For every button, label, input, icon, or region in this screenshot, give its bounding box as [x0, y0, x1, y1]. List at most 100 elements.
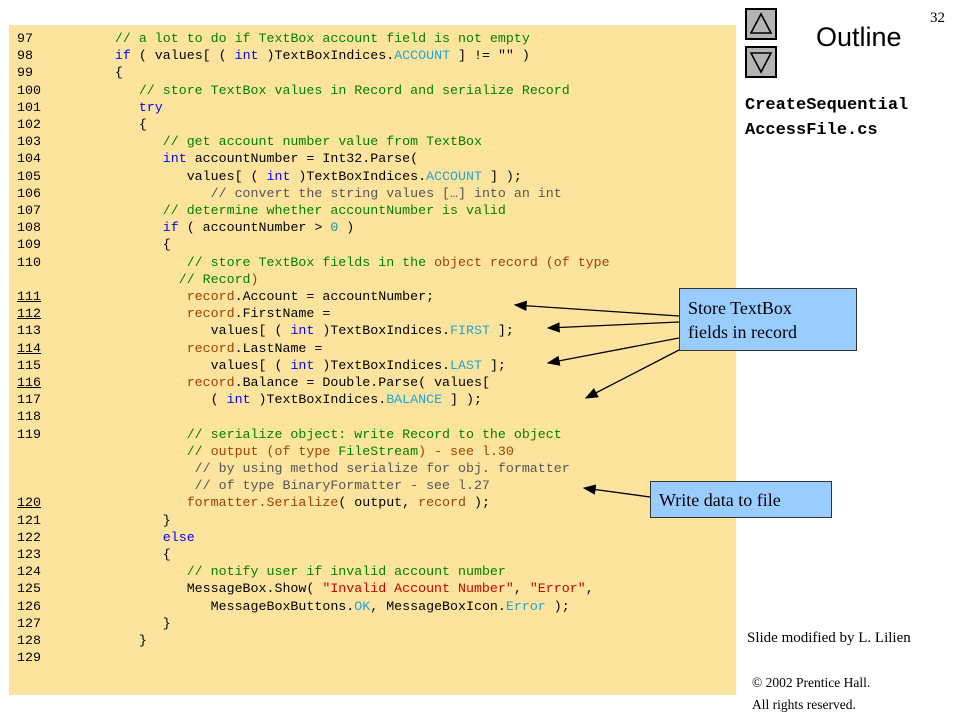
code-token: { [67, 237, 171, 253]
callout-text: fields in record [688, 322, 797, 342]
code-token: ) [338, 220, 355, 236]
code-token [67, 495, 187, 510]
callout-write-data: Write data to file [650, 481, 832, 518]
code-token [67, 530, 163, 545]
code-token [67, 478, 195, 493]
line-number: 113 [17, 323, 41, 339]
code-token: OK [354, 598, 371, 614]
code-line: 106 // convert the string values […] int… [17, 185, 562, 202]
code-token: try [138, 99, 163, 115]
line-number: 129 [17, 650, 41, 666]
line-number: 123 [17, 547, 41, 562]
code-token [67, 444, 187, 459]
line-number: 110 [17, 254, 41, 270]
code-token: int [266, 168, 291, 184]
code-token: // notify user if invalid account number [186, 564, 506, 580]
code-token: { [67, 547, 171, 562]
code-line: 126 MessageBoxButtons.OK, MessageBoxIcon… [17, 598, 570, 615]
code-token [67, 341, 187, 356]
line-number: 116 [17, 375, 41, 390]
code-token [67, 31, 115, 46]
code-line: 112 record.FirstName = [17, 305, 330, 322]
code-token: MessageBoxButtons. [67, 598, 355, 614]
code-token [67, 306, 187, 321]
code-line: 116 record.Balance = Double.Parse( value… [17, 374, 490, 391]
code-line: // by using method serialize for obj. fo… [17, 460, 570, 477]
code-token: if [162, 220, 179, 236]
code-token: formatter.Serialize [186, 495, 339, 511]
file-title-line: CreateSequential [745, 96, 909, 115]
code-token [67, 564, 187, 579]
code-line: 124 // notify user if invalid account nu… [17, 563, 506, 580]
code-line: 105 values[ ( int )TextBoxIndices.ACCOUN… [17, 168, 522, 185]
code-token: ( accountNumber > [178, 220, 331, 236]
next-slide-button[interactable] [745, 46, 777, 78]
code-line: 113 values[ ( int )TextBoxIndices.FIRST … [17, 322, 514, 339]
code-token: ACCOUNT [426, 168, 482, 184]
line-number: 103 [17, 134, 41, 150]
code-line: 115 values[ ( int )TextBoxIndices.LAST ]… [17, 357, 506, 374]
code-token: ( output, [338, 495, 419, 511]
line-number: 126 [17, 598, 41, 614]
line-number: 100 [17, 82, 41, 98]
line-number: 120 [17, 495, 41, 511]
code-token: "Error" [529, 581, 586, 597]
code-token: MessageBox.Show( [67, 581, 323, 597]
code-token: .Balance = Double.Parse( values[ [234, 375, 490, 390]
code-token: ACCOUNT [394, 48, 451, 64]
code-token: output (of type [210, 443, 339, 459]
line-number: 109 [17, 237, 41, 253]
code-token: ) - see l.30 [418, 443, 514, 459]
code-token: ]; [489, 323, 514, 339]
line-number: 107 [17, 203, 41, 218]
code-token: record [186, 306, 235, 322]
line-number: 118 [17, 409, 41, 425]
code-token: )TextBoxIndices. [258, 48, 395, 64]
code-token [67, 134, 163, 149]
outline-title: Outline [816, 22, 902, 52]
code-token: } [67, 633, 147, 648]
code-token: // determine whether accountNumber is va… [162, 203, 506, 218]
code-line: 111 record.Account = accountNumber; [17, 288, 434, 305]
code-token: LAST [450, 357, 482, 373]
code-token: // store TextBox fields in the [186, 254, 435, 270]
code-line: 110 // store TextBox fields in the objec… [17, 254, 610, 271]
code-token: { [67, 65, 123, 81]
line-number: 104 [17, 151, 41, 167]
code-token: // convert the string values […] into an… [210, 185, 562, 201]
code-token: { [67, 117, 147, 132]
code-token: // [186, 443, 211, 459]
code-line: // Record) [17, 271, 259, 288]
code-token: int [290, 323, 315, 339]
slide-note: Slide modified by L. Lilien [747, 630, 911, 646]
code-token: int [290, 357, 315, 373]
line-number: 111 [17, 289, 41, 304]
code-token: // Record [178, 271, 251, 287]
code-token: } [67, 512, 171, 528]
code-token [67, 83, 139, 98]
code-line: 127 } [17, 615, 171, 632]
code-line: 99 { [17, 64, 123, 81]
callout-text: Store TextBox [688, 298, 792, 318]
code-line: // output (of type FileStream) - see l.3… [17, 443, 514, 460]
line-number: 108 [17, 220, 41, 236]
code-token: object record (of type [434, 254, 610, 270]
code-line: 104 int accountNumber = Int32.Parse( [17, 150, 418, 167]
line-number: 122 [17, 529, 41, 545]
code-token: .Account = accountNumber; [234, 289, 435, 304]
code-line: 119 // serialize object: write Record to… [17, 426, 562, 443]
line-number: 124 [17, 564, 41, 580]
code-token: Error [505, 598, 546, 614]
code-line: 128 } [17, 632, 147, 649]
previous-slide-button[interactable] [745, 8, 777, 40]
code-token: FIRST [450, 323, 490, 339]
code-line: 102 { [17, 116, 147, 133]
line-number: 115 [17, 357, 41, 373]
code-token: ) [250, 271, 259, 287]
line-number: 119 [17, 426, 41, 442]
code-line: 100 // store TextBox values in Record an… [17, 82, 570, 99]
file-title: CreateSequential AccessFile.cs [745, 93, 960, 143]
code-token: // store TextBox values in Record and se… [138, 82, 570, 98]
triangle-up-icon [749, 12, 773, 34]
line-number: 125 [17, 581, 41, 597]
